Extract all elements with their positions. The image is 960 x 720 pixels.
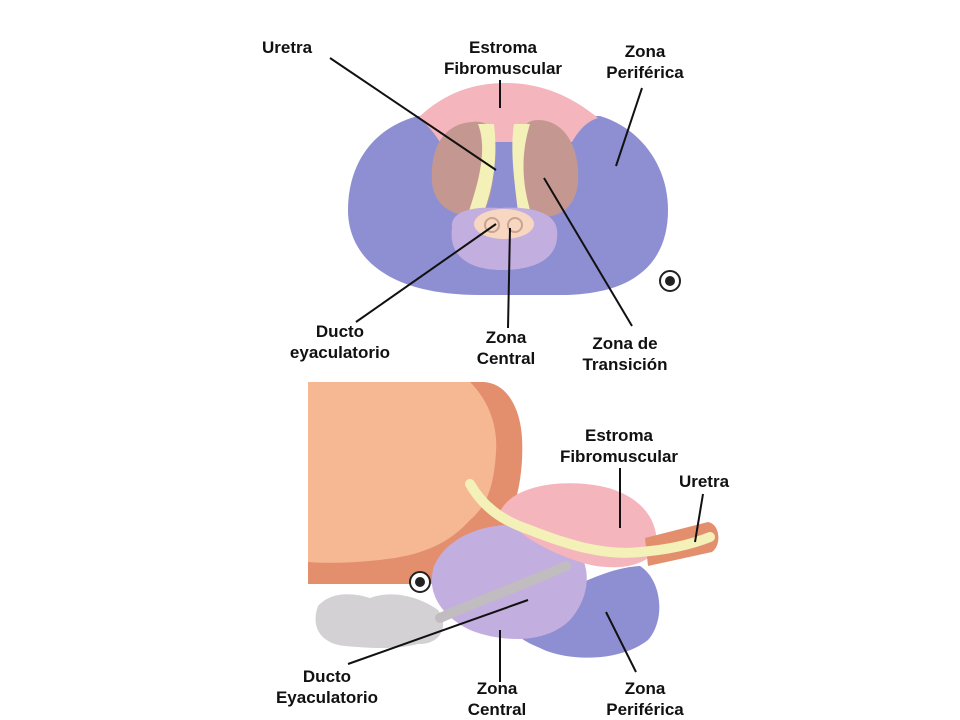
- leader-periferica-top: [615, 87, 643, 167]
- label-central-side-line2: Central: [468, 700, 527, 719]
- label-central-top-line1: Zona: [486, 328, 527, 347]
- transition-zone-right: [520, 120, 579, 217]
- leader-uretra-top: [329, 57, 497, 171]
- label-estroma-side-line1: Estroma: [585, 426, 654, 445]
- label-transicion-top-line2: Transición: [582, 355, 667, 374]
- leader-transicion-top: [543, 177, 633, 327]
- label-ducto-side-line1: Ducto: [303, 667, 351, 686]
- label-central-top-line2: Central: [477, 349, 536, 368]
- peripheral-zone-side: [509, 566, 660, 658]
- central-zone-side: [431, 524, 587, 640]
- copyright-logo-top: [659, 270, 681, 292]
- ejaculatory-duct-area: [474, 209, 534, 239]
- label-periferica-side-line2: Periférica: [606, 700, 684, 719]
- top-view: Uretra Estroma Fibromuscular Zona Perifé…: [262, 38, 684, 374]
- leader-periferica-side: [605, 611, 637, 673]
- leader-central-top: [507, 227, 511, 329]
- label-ducto-side-line2: Eyaculatorio: [276, 688, 378, 707]
- label-uretra-top: Uretra: [262, 38, 313, 57]
- label-estroma-side-line2: Fibromuscular: [560, 447, 678, 466]
- copyright-logo-side: [409, 571, 431, 593]
- bladder: [308, 382, 497, 563]
- fibromuscular-stroma-side: [500, 483, 657, 568]
- label-uretra-side: Uretra: [679, 472, 730, 491]
- urethra-top: [468, 124, 532, 224]
- label-central-side-line1: Zona: [477, 679, 518, 698]
- label-ducto-top-line1: Ducto: [316, 322, 364, 341]
- seminal-vesicle: [315, 594, 444, 648]
- label-periferica-top-line2: Periférica: [606, 63, 684, 82]
- urethra-side: [465, 479, 715, 558]
- label-ducto-top-line2: eyaculatorio: [290, 343, 390, 362]
- ejaculatory-duct-right: [507, 217, 523, 233]
- label-periferica-side-line1: Zona: [625, 679, 666, 698]
- ejaculatory-duct-side: [435, 561, 571, 623]
- leader-ducto-top: [355, 223, 497, 323]
- leader-uretra-side: [694, 493, 704, 543]
- label-estroma-top-line1: Estroma: [469, 38, 538, 57]
- label-transicion-top-line1: Zona de: [592, 334, 657, 353]
- label-periferica-top-line1: Zona: [625, 42, 666, 61]
- side-view: Estroma Fibromuscular Uretra Ducto Eyacu…: [276, 382, 730, 719]
- fibromuscular-stroma-top: [418, 83, 598, 142]
- leader-ducto-side: [347, 599, 529, 665]
- label-estroma-top-line2: Fibromuscular: [444, 59, 562, 78]
